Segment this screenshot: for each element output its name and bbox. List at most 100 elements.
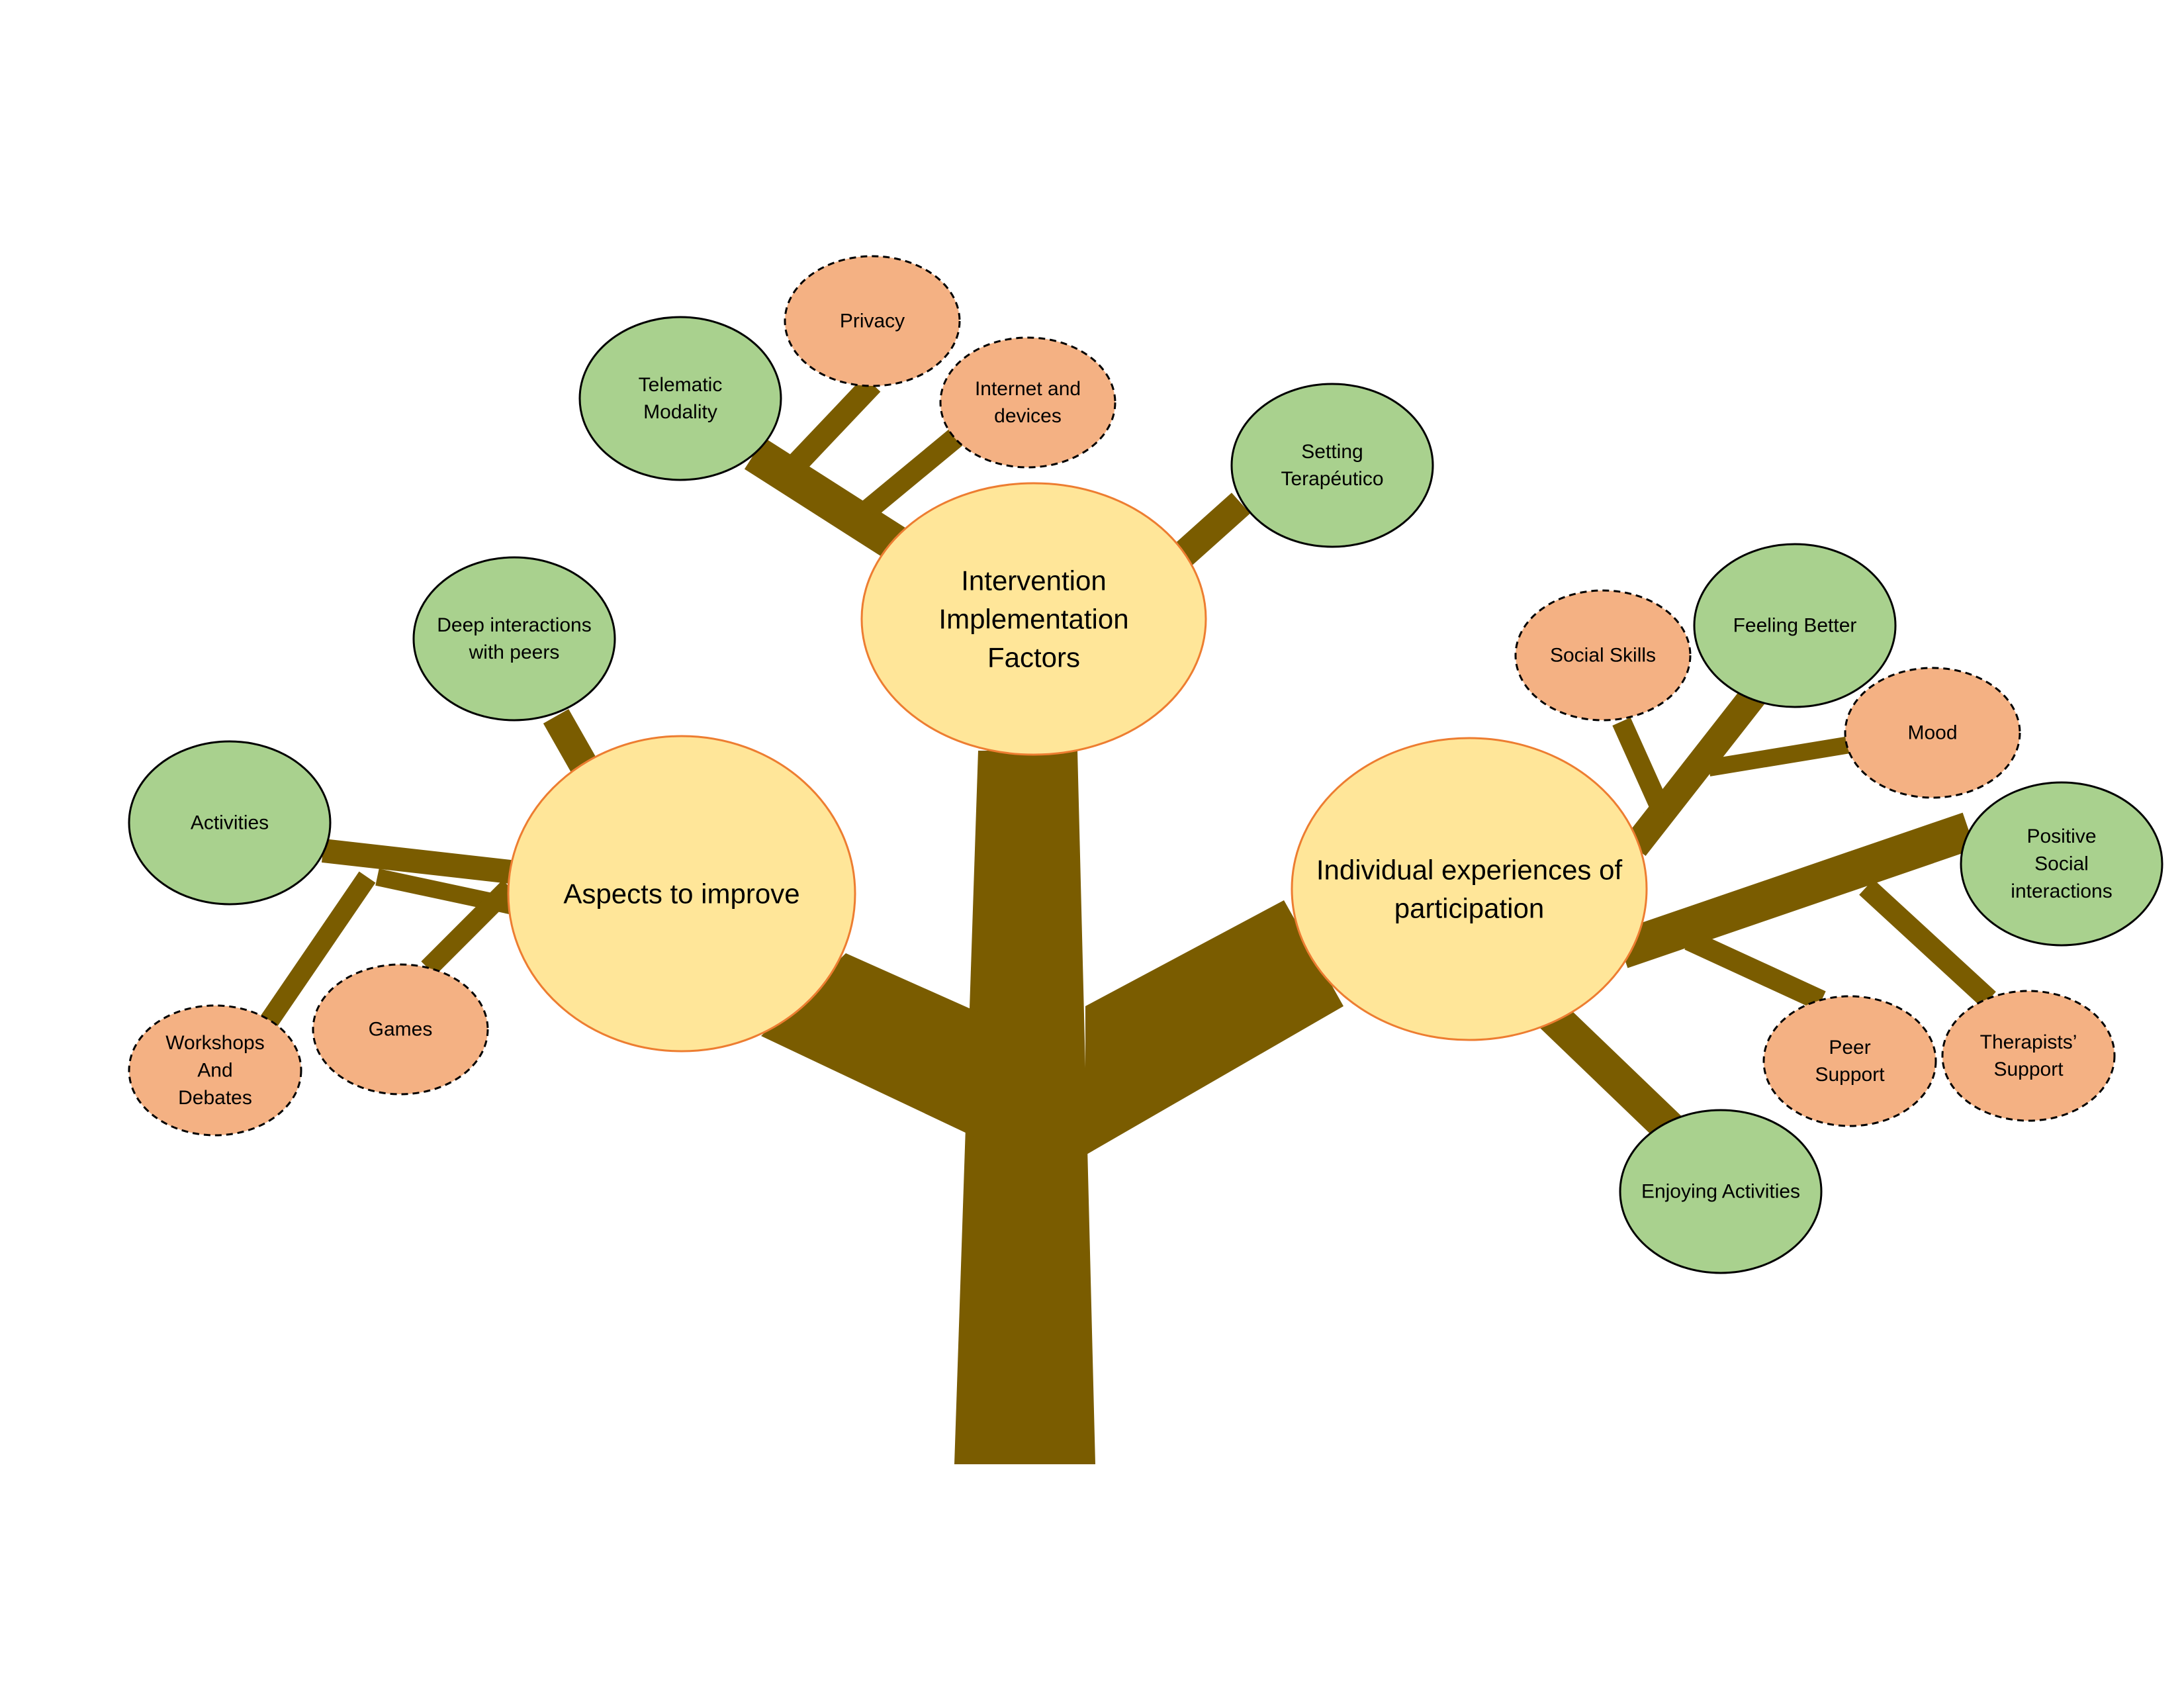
node-label-line: interactions [2011,880,2112,902]
node-label: Mood [1907,722,1957,744]
node-label-line: Debates [178,1087,252,1109]
node-label-line: Social Skills [1550,645,1656,667]
twig-setting [1168,492,1251,570]
twig-feeling-better [1623,686,1765,856]
twig-enjoying [1526,990,1686,1145]
branch-left-main [761,953,1006,1152]
node-label-line: devices [994,405,1062,427]
node-social-skills: Social Skills [1514,589,1692,722]
node-label-line: Intervention [961,565,1106,596]
node-shape [1762,995,1937,1127]
tree-branches [256,376,1996,1464]
node-shape [128,740,332,906]
twig-activities [321,839,518,884]
node-label-line: Games [369,1019,433,1041]
twig-peer-support [1684,930,1826,1011]
node-label: Feeling Better [1733,615,1857,637]
node-label-line: Activities [191,812,269,834]
node-label-line: Therapists’ [1980,1031,2077,1053]
twig-privacy [779,376,881,481]
twig-social-skills [1612,717,1672,818]
node-shape [1291,737,1648,1041]
node-main-aspects: Aspects to improve [507,735,856,1053]
twig-positive [1615,812,1976,968]
node-shape [1941,990,2116,1122]
node-therapists: Therapists’ Support [1941,990,2116,1122]
twig-workshops [256,871,376,1033]
node-label-line: Enjoying Activities [1641,1181,1800,1203]
node-label-line: Implementation [938,604,1128,635]
node-label-line: Workshops [165,1032,265,1054]
node-label: Aspects to improve [563,878,799,910]
node-shape [1960,781,2163,947]
node-label-line: Privacy [840,310,905,332]
node-label-line: Factors [987,641,1080,673]
node-enjoying: Enjoying Activities [1619,1109,1823,1274]
node-label-line: And [197,1060,232,1082]
twig-telematic [744,438,921,569]
branch-right-main [1085,900,1343,1155]
node-shape [578,316,782,481]
node-label-line: Aspects to improve [563,878,799,910]
node-privacy: Privacy [784,255,961,387]
twig-therapists [1859,879,1996,1008]
node-label-line: Support [1993,1058,2064,1080]
node-label-line: Feeling Better [1733,615,1857,637]
node-shape [507,735,856,1053]
node-mood: Mood [1844,667,2021,799]
node-shape [860,482,1207,756]
node-label-line: Mood [1907,722,1957,744]
node-games: Games [312,963,489,1096]
node-shape [412,556,616,722]
node-shape [312,963,489,1096]
node-label-line: Deep interactions [437,614,591,636]
node-label: Social Skills [1550,645,1656,667]
node-label-line: Setting [1301,441,1363,463]
node-label: Enjoying Activities [1641,1181,1800,1203]
node-label: Privacy [840,310,905,332]
node-shape [939,336,1116,469]
node-shape [1230,383,1434,548]
node-feeling-better: Feeling Better [1693,543,1897,708]
node-label-line: Support [1815,1064,1885,1086]
node-shape [784,255,961,387]
trunk [954,751,1095,1464]
node-shape [128,1004,302,1137]
node-label: Deep interactions with peers [437,614,591,663]
node-internet: Internet and devices [939,336,1116,469]
twig-mood [1707,736,1852,776]
node-label-line: Positive [2026,825,2096,847]
twig-internet [861,428,964,518]
node-label: Internet and devices [975,378,1081,427]
node-shape [1619,1109,1823,1274]
node-shape [1844,667,2021,799]
node-label: Activities [191,812,269,834]
node-label-line: Internet and [975,378,1081,400]
node-label-line: Telematic [639,374,723,396]
node-label: Therapists’ Support [1980,1031,2077,1080]
node-shape [1514,589,1692,722]
node-label-line: Peer [1829,1037,1870,1058]
node-label-line: participation [1394,892,1544,923]
node-label-line: with peers [469,641,560,663]
node-label-line: Modality [643,401,717,423]
node-deep: Deep interactions with peers [412,556,616,722]
node-label: Games [369,1019,433,1041]
node-shape [1693,543,1897,708]
node-label-line: Social [2034,853,2089,875]
